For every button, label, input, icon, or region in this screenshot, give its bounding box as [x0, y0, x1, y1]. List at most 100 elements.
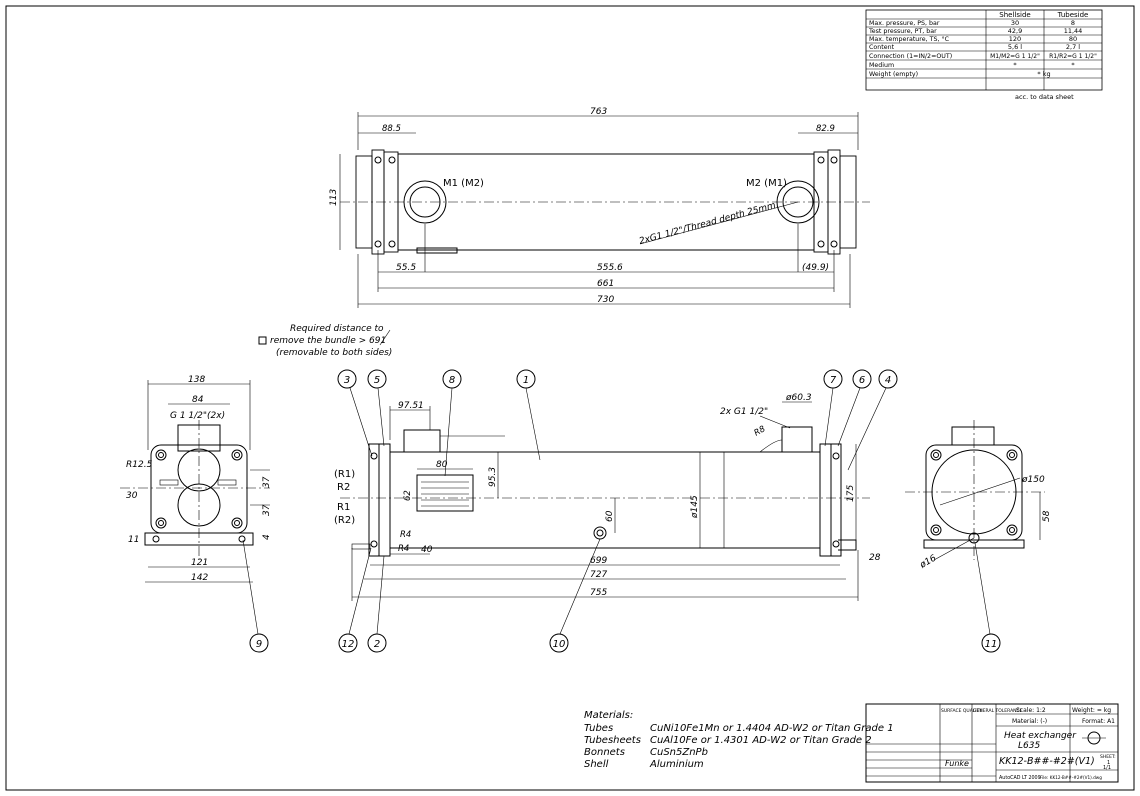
dim-37a: 37 — [262, 476, 272, 488]
left-end-view: 138 84 G 1 1/2"(2x) R12.5 30 11 37 37 4 … — [120, 375, 272, 653]
dim-37b: 37 — [262, 504, 272, 516]
table-note: acc. to data sheet — [1015, 93, 1074, 101]
row-label: Max. temperature, TS, °C — [869, 35, 950, 43]
label-r2-paren: (R2) — [334, 515, 355, 526]
thread-label: G 1 1/2"(2x) — [170, 411, 225, 421]
material-name: Tubes — [584, 723, 613, 734]
row-label: Content — [869, 44, 895, 51]
bundle-note: Required distance to remove the bundle >… — [258, 324, 392, 358]
format-label: Format: A1 — [1082, 718, 1115, 725]
thread-2x: 2x G1 1/2" — [720, 407, 768, 417]
dim-121: 121 — [191, 558, 208, 568]
dim-763: 763 — [590, 107, 607, 117]
label-r1: R1 — [337, 502, 350, 513]
dim-r12-5: R12.5 — [126, 460, 153, 470]
material-name: Bonnets — [584, 747, 625, 758]
dim-555-6: 555.6 — [597, 263, 623, 273]
label-r1-paren: (R1) — [334, 469, 355, 480]
dim-727: 727 — [590, 570, 607, 580]
title-block: SURFACE QUALITY GENERAL TOLERANCE Scale:… — [865, 703, 1119, 783]
col-tubeside: Tubeside — [1057, 11, 1089, 19]
col-shellside: Shellside — [999, 11, 1030, 19]
sheet-number: 1 — [1107, 760, 1110, 766]
row-label: Test pressure, PT, bar — [868, 28, 937, 35]
row-tube: 80 — [1069, 35, 1077, 43]
dim-60: 60 — [605, 510, 615, 522]
row-tube: R1/R2=G 1 1/2" — [1049, 53, 1097, 60]
row-shell: 5,6 l — [1008, 43, 1022, 51]
dim-699: 699 — [590, 556, 607, 566]
dim-40: 40 — [421, 545, 433, 555]
tolerance-label: GENERAL TOLERANCE — [973, 708, 1023, 714]
row-label: Medium — [869, 62, 894, 69]
material-name: Tubesheets — [584, 735, 641, 746]
dim-49-9: (49.9) — [802, 263, 829, 273]
title-line1: Heat exchanger — [1004, 731, 1077, 741]
spec-table: Shellside Tubeside Max. pressure, PS, ba… — [865, 9, 1103, 101]
material-value: CuAl10Fe or 1.4301 AD-W2 or Titan Grade … — [650, 735, 872, 746]
row-label: Max. pressure, PS, bar — [869, 20, 940, 27]
radius-r8: R8 — [753, 424, 768, 439]
row-shell: 30 — [1011, 19, 1019, 27]
weight-label: Weight: = kg — [1072, 707, 1111, 714]
material-value: Aluminium — [649, 759, 704, 770]
materials-title: Materials: — [584, 710, 633, 721]
callout-12: 12 — [342, 639, 355, 650]
cad-label: AutoCAD LT 2009 — [999, 775, 1041, 781]
row-tube: 2,7 l — [1066, 43, 1080, 51]
dia-150: ø150 — [1021, 475, 1045, 485]
sheet-border — [5, 5, 1135, 791]
dim-113: 113 — [329, 189, 339, 206]
right-end-view: ø150 58 ø16 11 — [905, 420, 1052, 653]
radius-r4: R4 — [400, 530, 411, 540]
row-weight: * kg — [1037, 70, 1050, 78]
dim-730: 730 — [597, 295, 614, 305]
row-shell: M1/M2=G 1 1/2" — [990, 53, 1040, 60]
row-label: Connection (1=IN/2=OUT) — [869, 53, 952, 60]
dim-62: 62 — [403, 490, 413, 501]
dim-11: 11 — [128, 535, 139, 545]
dim-755: 755 — [590, 588, 607, 598]
dim-4: 4 — [262, 534, 272, 540]
port-label-left: M1 (M2) — [443, 178, 484, 189]
callout-10: 10 — [553, 639, 566, 650]
file-label: File: KK12-B##-#2#(V1).dwg — [1040, 775, 1102, 780]
dim-55-5: 55.5 — [396, 263, 416, 273]
dim-97-51: 97.51 — [398, 401, 424, 411]
radius-r4-2: R4 — [398, 544, 409, 554]
dim-95-3: 95.3 — [488, 467, 498, 487]
dia-145: ø145 — [690, 495, 700, 519]
dim-88-5: 88.5 — [382, 124, 401, 134]
dim-30: 30 — [126, 491, 138, 501]
company-logo: Funke — [945, 759, 969, 768]
dim-82-9: 82.9 — [816, 124, 835, 134]
materials-list: Materials: Tubes CuNi10Fe1Mn or 1.4404 A… — [584, 710, 894, 770]
sheet-label: SHEET: — [1100, 754, 1116, 760]
dia-16: ø16 — [918, 553, 939, 571]
callout-9: 9 — [256, 639, 262, 650]
top-view: 763 88.5 82.9 M1 (M2) M2 (M1) — [329, 107, 870, 308]
row-label: Weight (empty) — [869, 71, 918, 78]
dim-58: 58 — [1042, 510, 1052, 522]
row-shell: * — [1013, 61, 1017, 69]
row-shell: 120 — [1009, 35, 1021, 43]
material-value: CuSn5ZnPb — [650, 747, 708, 758]
callout-6: 6 — [859, 375, 865, 386]
callout-2: 2 — [374, 639, 380, 650]
callout-5: 5 — [374, 375, 380, 386]
material-label: Material: (-) — [1012, 718, 1047, 725]
surface-label: SURFACE QUALITY — [941, 708, 982, 714]
thread-note: 2xG1 1/2"/Thread depth 25mm — [638, 201, 777, 247]
label-r2: R2 — [337, 482, 350, 493]
scale-label: Scale: 1:2 — [1016, 707, 1046, 714]
dia-60-3: ø60.3 — [785, 393, 812, 403]
front-view: 97.51 2x G1 1/2" ø60.3 R8 95.3 80 62 60 … — [334, 369, 898, 653]
material-name: Shell — [584, 759, 609, 770]
row-tube: 11,44 — [1064, 27, 1083, 35]
bundle-note-line2: remove the bundle > 691 — [270, 336, 386, 346]
callout-7: 7 — [830, 375, 837, 386]
material-value: CuNi10Fe1Mn or 1.4404 AD-W2 or Titan Gra… — [650, 723, 894, 734]
sheet-of: 1/1 — [1103, 765, 1111, 771]
